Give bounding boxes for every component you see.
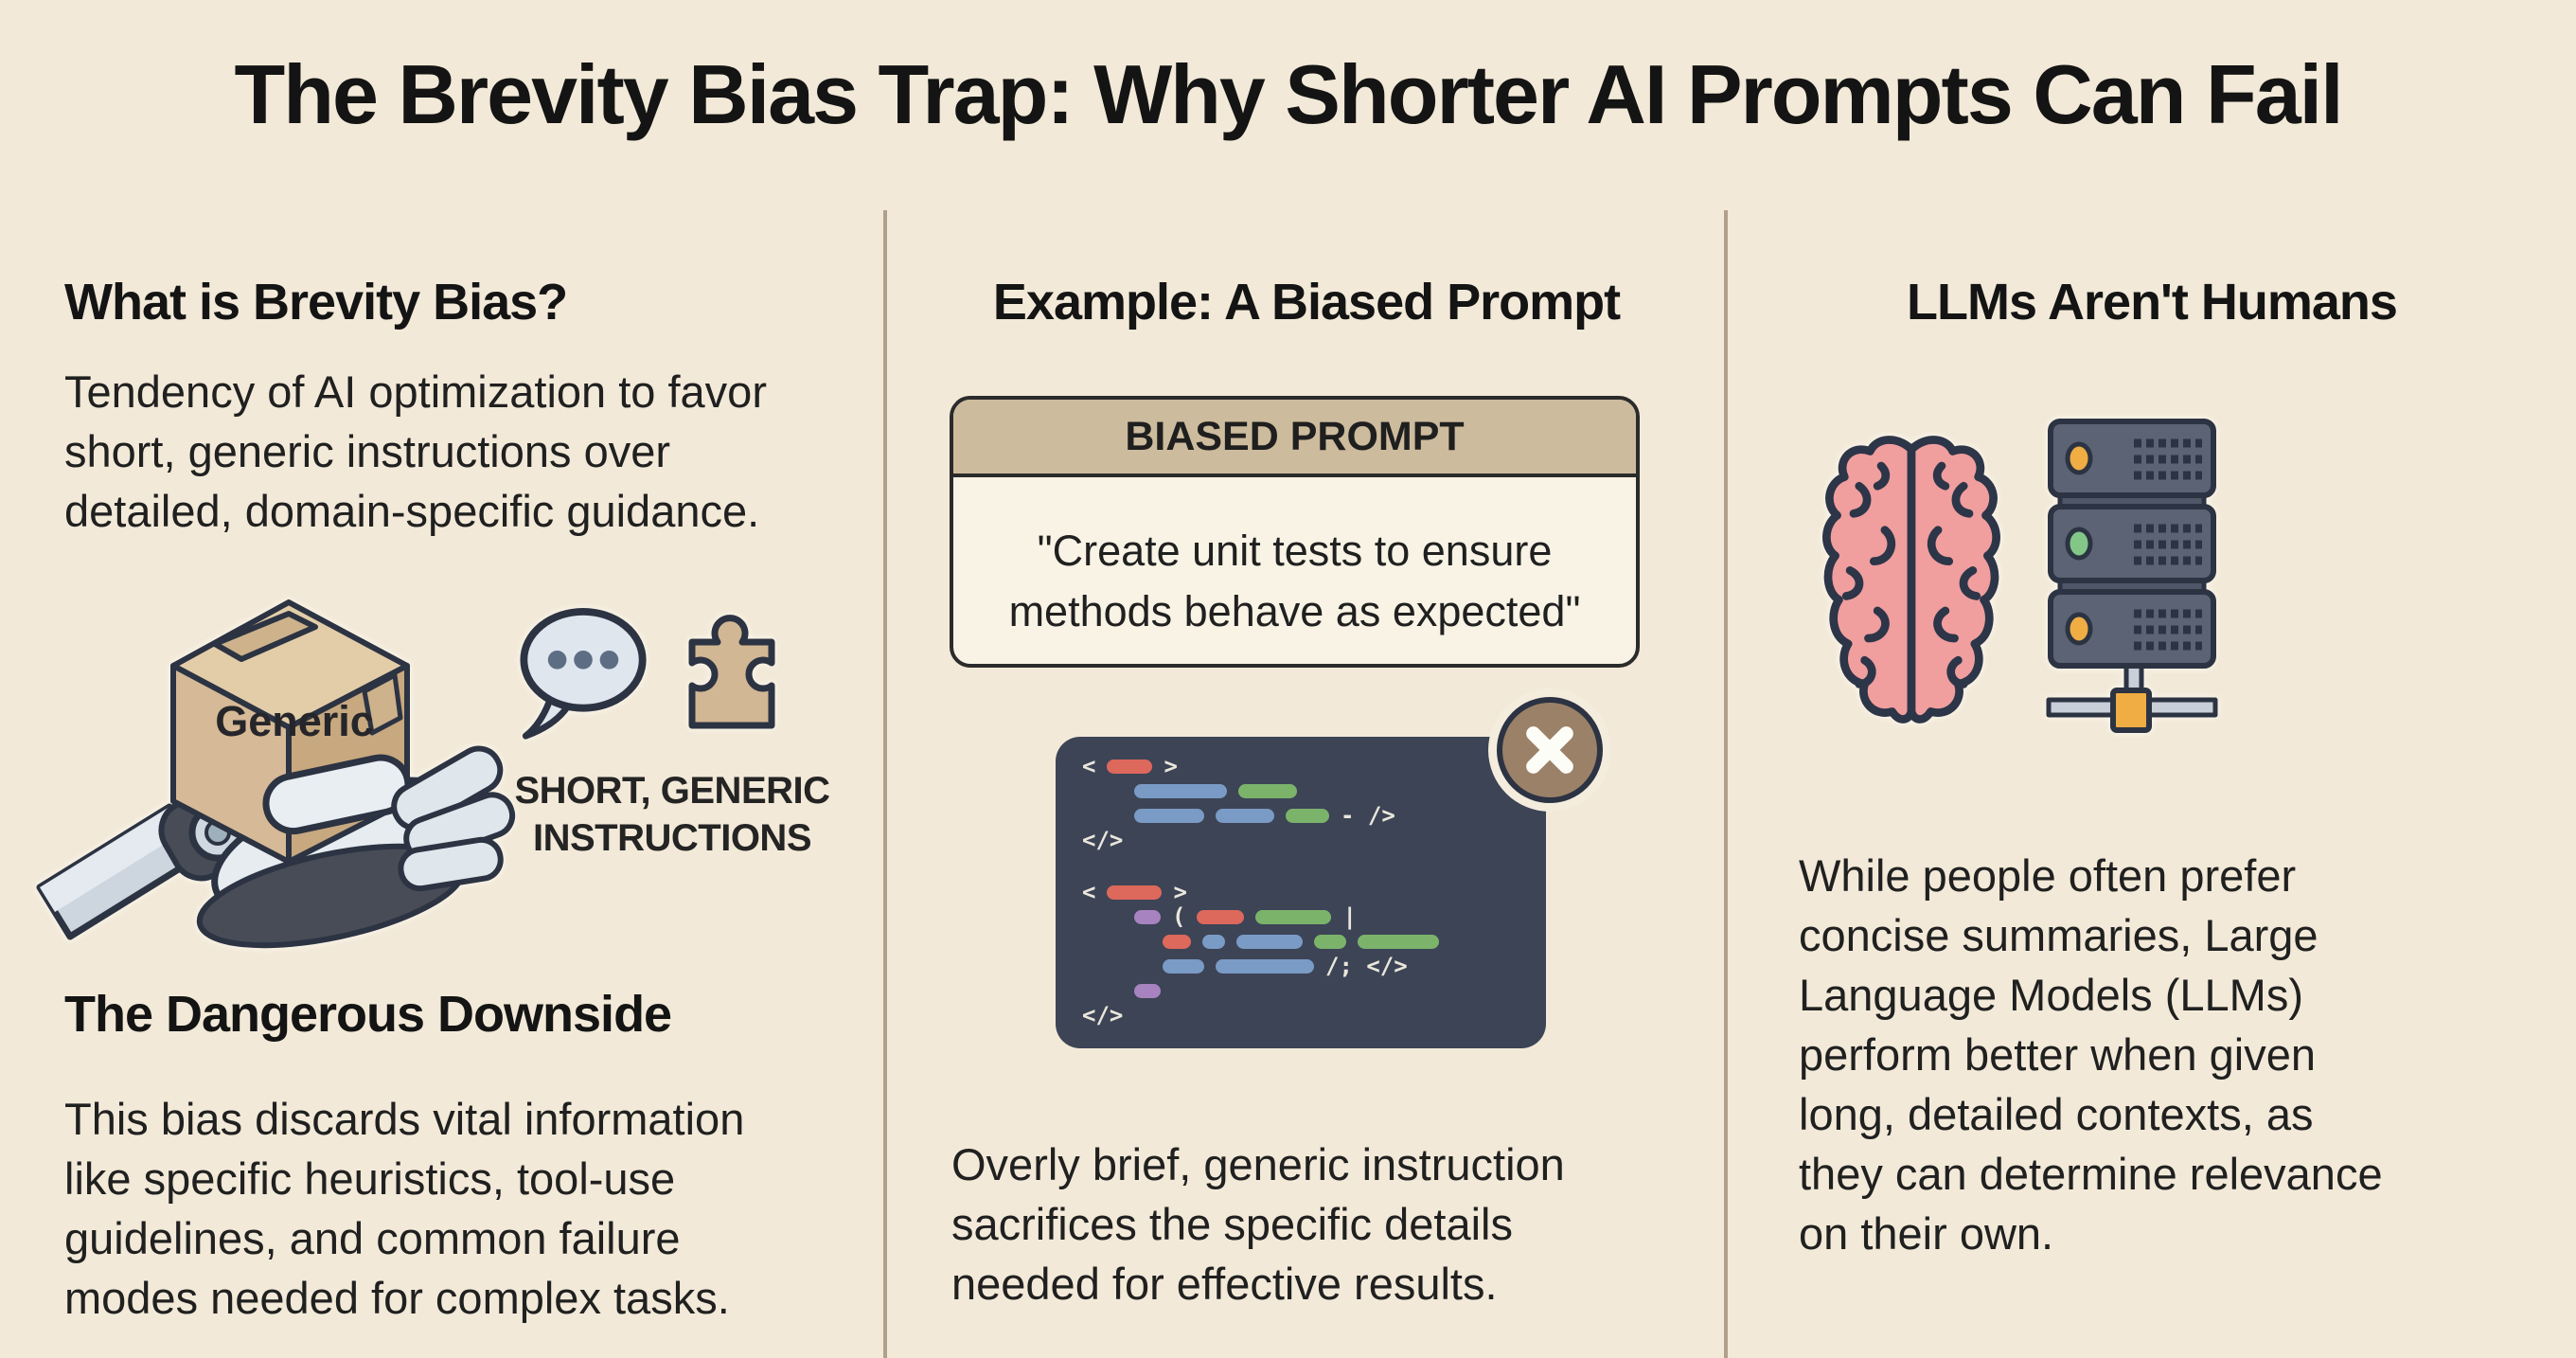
left-subparagraph-line: This bias discards vital information <box>64 1094 745 1144</box>
right-heading: LLMs Aren't Humans <box>1907 274 2398 331</box>
left-subparagraph: This bias discards vital information lik… <box>64 1089 744 1328</box>
code-token-bar <box>1134 910 1161 924</box>
left-subparagraph-line: guidelines, and common failure <box>64 1213 681 1263</box>
left-subheading: The Dangerous Downside <box>64 986 672 1043</box>
code-token-bar <box>1202 935 1225 949</box>
prompt-text-line: methods behave as expected" <box>1008 587 1581 635</box>
right-paragraph-line: they can determine relevance <box>1799 1149 2383 1199</box>
code-token-bar <box>1358 935 1439 949</box>
right-paragraph-line: Language Models (LLMs) <box>1799 970 2303 1020</box>
left-paragraph-line: Tendency of AI optimization to favor <box>64 366 767 417</box>
code-token-bar <box>1134 784 1227 798</box>
speech-bubble-icon <box>520 607 647 740</box>
biased-prompt-card-header: BIASED PROMPT <box>953 400 1636 477</box>
left-paragraph-line: detailed, domain-specific guidance. <box>64 486 760 536</box>
code-token-bar <box>1134 984 1161 998</box>
code-line <box>1082 935 1519 949</box>
left-subparagraph-line: modes needed for complex tasks. <box>64 1273 730 1323</box>
code-token-bar <box>1163 935 1191 949</box>
column-divider-right <box>1724 210 1728 1358</box>
left-illustration: Generic SHORT, GENERIC INSTRUCTIONS <box>36 566 847 1002</box>
code-glyph: < <box>1082 879 1096 905</box>
left-paragraph-line: short, generic instructions over <box>64 426 671 476</box>
code-line <box>1082 784 1519 798</box>
code-glyph: ( <box>1172 903 1186 930</box>
code-glyph: /; </> <box>1325 953 1408 979</box>
code-token-bar <box>1197 910 1245 924</box>
code-token-bar <box>1255 910 1332 924</box>
column-divider-left <box>883 210 887 1358</box>
left-paragraph: Tendency of AI optimization to favor sho… <box>64 362 767 541</box>
code-blank-line <box>1082 858 1519 875</box>
code-token-bar <box>1238 784 1297 798</box>
caption-line: INSTRUCTIONS <box>533 817 812 859</box>
biased-prompt-card: BIASED PROMPT "Create unit tests to ensu… <box>950 396 1640 668</box>
middle-caption: Overly brief, generic instruction sacrif… <box>951 1135 1565 1313</box>
left-heading: What is Brevity Bias? <box>64 274 568 331</box>
code-line: - /> <box>1082 802 1519 829</box>
code-glyph: | <box>1342 903 1357 930</box>
code-glyph: </> <box>1082 827 1124 853</box>
right-paragraph-line: While people often prefer <box>1799 850 2297 901</box>
right-paragraph-line: concise summaries, Large <box>1799 910 2318 960</box>
code-token-bar <box>1107 759 1153 774</box>
code-editor-panel: <>- /></><>(|/; </></> <box>1056 737 1546 1048</box>
code-token-bar <box>1216 809 1274 823</box>
right-paragraph-line: long, detailed contexts, as <box>1799 1089 2314 1139</box>
code-line: <> <box>1082 879 1519 905</box>
page-title: The Brevity Bias Trap: Why Shorter AI Pr… <box>234 47 2343 141</box>
code-line: <> <box>1082 753 1519 779</box>
middle-caption-line: needed for effective results. <box>951 1259 1498 1309</box>
code-token-bar <box>1163 959 1204 974</box>
left-subparagraph-line: like specific heuristics, tool-use <box>64 1153 676 1204</box>
right-paragraph-line: perform better when given <box>1799 1029 2317 1080</box>
middle-caption-line: sacrifices the specific details <box>951 1199 1513 1249</box>
code-line <box>1082 984 1519 998</box>
code-line: </> <box>1082 1002 1519 1028</box>
middle-caption-line: Overly brief, generic instruction <box>951 1139 1565 1189</box>
right-paragraph: While people often prefer concise summar… <box>1799 846 2383 1263</box>
short-generic-caption: SHORT, GENERIC INSTRUCTIONS <box>483 767 862 862</box>
brain-icon <box>1822 428 1999 733</box>
robot-hand-box-icon <box>36 599 516 949</box>
code-glyph: - /> <box>1341 802 1395 829</box>
code-line: /; </> <box>1082 953 1519 979</box>
code-line: </> <box>1082 827 1519 853</box>
code-token-bar <box>1216 959 1314 974</box>
prompt-text-line: "Create unit tests to ensure <box>1037 527 1553 575</box>
biased-prompt-card-body: "Create unit tests to ensure methods beh… <box>953 477 1636 642</box>
code-glyph: </> <box>1082 1002 1124 1028</box>
code-line: (| <box>1082 903 1519 930</box>
right-paragraph-line: on their own. <box>1799 1208 2054 1259</box>
code-token-bar <box>1236 935 1303 949</box>
code-token-bar <box>1286 809 1329 823</box>
code-token-bar <box>1314 935 1346 949</box>
code-token-bar <box>1107 885 1163 900</box>
error-x-icon <box>1497 697 1603 803</box>
server-rack-icon <box>2046 419 2218 733</box>
puzzle-piece-icon <box>688 615 775 729</box>
code-token-bar <box>1134 809 1204 823</box>
caption-line: SHORT, GENERIC <box>514 770 830 812</box>
generic-box-label: Generic <box>215 697 374 745</box>
code-glyph: > <box>1173 879 1187 905</box>
middle-heading: Example: A Biased Prompt <box>992 274 1621 331</box>
code-glyph: > <box>1164 753 1178 779</box>
code-glyph: < <box>1082 753 1096 779</box>
